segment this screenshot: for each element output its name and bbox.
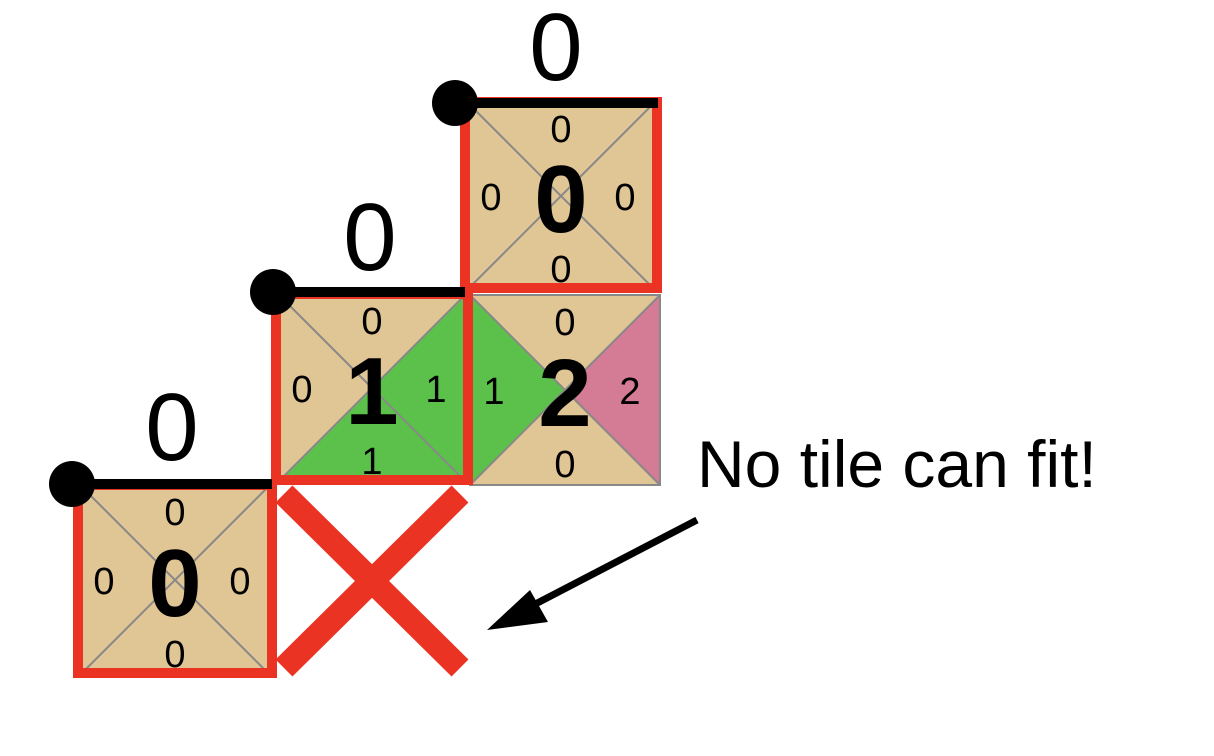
- diagonal: [277, 293, 467, 483]
- no-fit-cross-icon: [275, 485, 469, 677]
- edge-label-left: 0: [291, 369, 312, 411]
- edge-label-right: 2: [619, 371, 640, 413]
- edge-label-bottom: 0: [554, 444, 575, 486]
- edge-label-top: 0: [361, 301, 382, 343]
- tile-id-label: 0: [534, 146, 587, 253]
- edge-label-left: 1: [483, 371, 504, 413]
- boundary-marker-2: 0: [432, 0, 658, 126]
- edge-label-left: 0: [93, 561, 114, 603]
- tile-id-label: 2: [538, 340, 591, 447]
- edge-label-top: 0: [554, 302, 575, 344]
- diagonal: [466, 101, 656, 291]
- edge-label-bottom: 1: [361, 441, 382, 483]
- boundary-dot: [432, 80, 478, 126]
- edge-label-top: 0: [164, 492, 185, 534]
- boundary-label: 0: [343, 184, 396, 291]
- edge-label-right: 0: [229, 561, 250, 603]
- diagonal: [79, 484, 271, 676]
- boundary-dot: [250, 269, 296, 315]
- boundary-label: 0: [529, 0, 582, 101]
- boundary-marker-1: 0: [250, 184, 465, 315]
- edge-label-right: 0: [614, 177, 635, 219]
- tile-id-label: 1: [345, 338, 398, 445]
- tile-id-label: 0: [148, 530, 201, 637]
- edge-label-right: 1: [425, 369, 446, 411]
- edge-label-bottom: 0: [164, 634, 185, 676]
- arrow-icon: [487, 516, 699, 630]
- boundary-marker-0: 0: [49, 374, 272, 507]
- annotation-text: No tile can fit!: [697, 427, 1097, 501]
- edge-label-left: 0: [480, 177, 501, 219]
- diagonal: [469, 294, 661, 486]
- edge-label-top: 0: [550, 109, 571, 151]
- edge-label-bottom: 0: [550, 249, 571, 291]
- boundary-label: 0: [145, 374, 198, 481]
- boundary-dot: [49, 461, 95, 507]
